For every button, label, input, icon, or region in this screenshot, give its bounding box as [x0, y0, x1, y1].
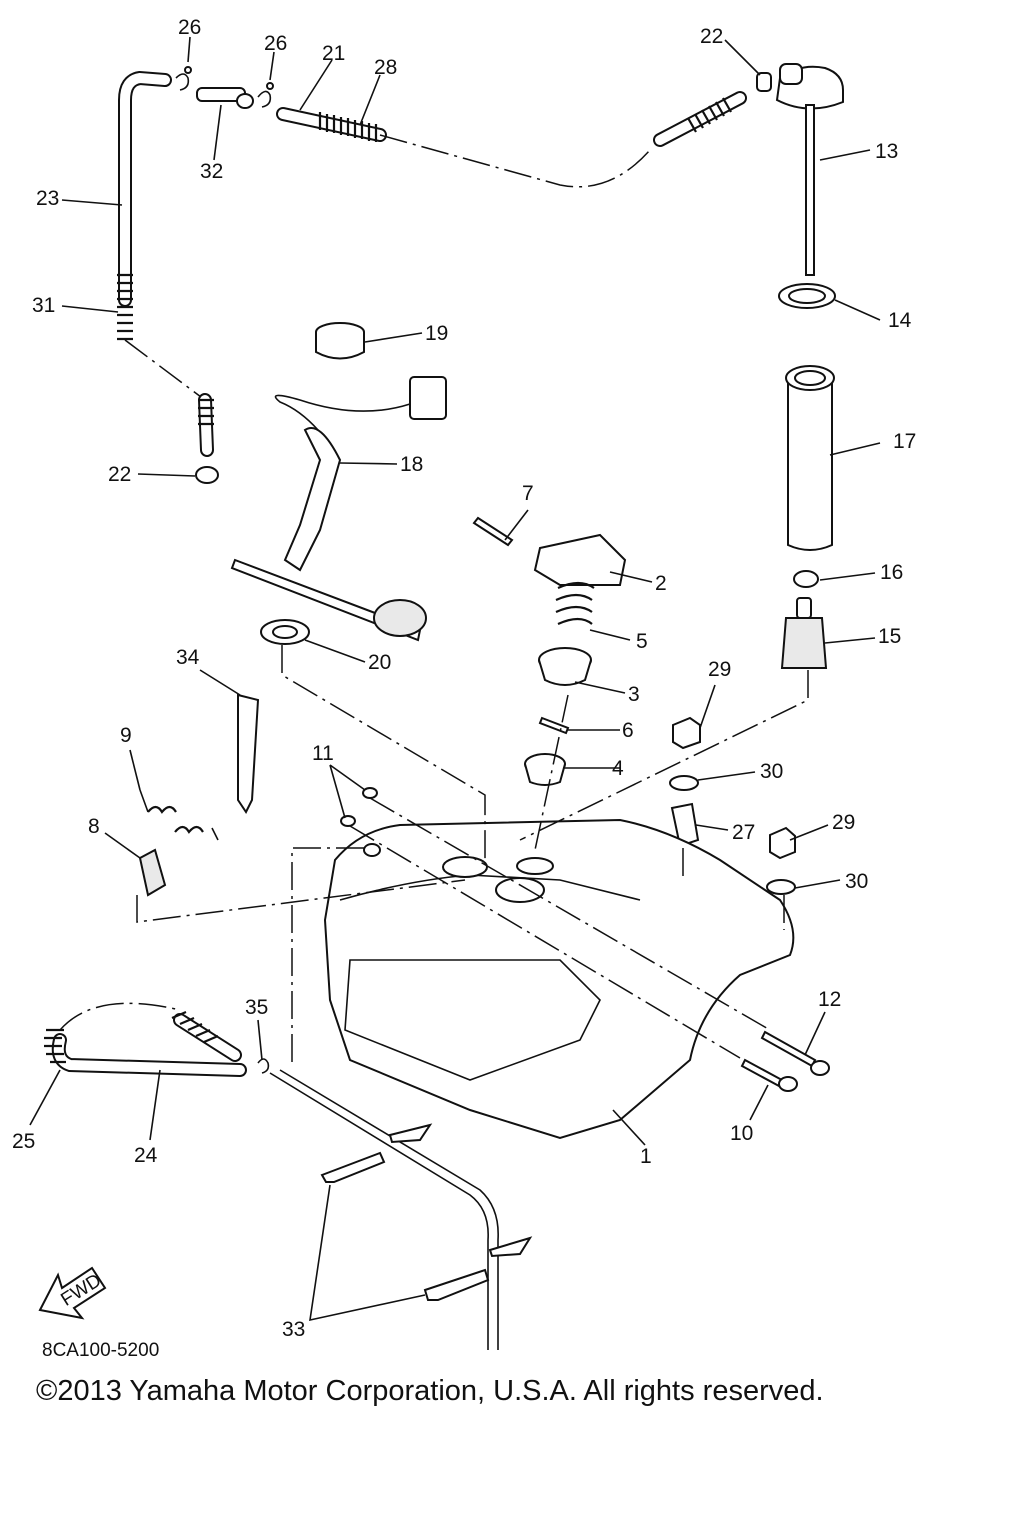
fuel-sender-18[interactable]: [230, 376, 447, 642]
callout-26b: 26: [264, 32, 287, 55]
clip-26-left[interactable]: [175, 66, 192, 91]
callout-30-left: 30: [760, 760, 783, 783]
vent-hose-protector-31: [117, 273, 214, 426]
clip-26-right[interactable]: [257, 82, 274, 108]
callout-15: 15: [878, 625, 901, 648]
grommet-19[interactable]: [315, 322, 365, 360]
pin-6[interactable]: [538, 716, 570, 735]
washer-30-left[interactable]: [669, 775, 699, 791]
callout-23: 23: [36, 187, 59, 210]
callout-33: 33: [282, 1318, 305, 1341]
callout-21: 21: [322, 42, 345, 65]
callout-9: 9: [120, 724, 132, 747]
nut-29-right[interactable]: [769, 826, 796, 860]
callout-20: 20: [368, 651, 391, 674]
clamp-27[interactable]: [670, 802, 700, 848]
diagram-code: 8CA100-5200: [42, 1340, 159, 1361]
callout-27: 27: [732, 821, 755, 844]
callout-17: 17: [893, 430, 916, 453]
callout-10: 10: [730, 1122, 753, 1145]
cap-2[interactable]: [533, 533, 627, 586]
callout-22-top: 22: [700, 25, 723, 48]
callout-13: 13: [875, 140, 898, 163]
washers-11[interactable]: [340, 787, 378, 827]
callout-12: 12: [818, 988, 841, 1011]
hose-24[interactable]: [51, 1002, 247, 1077]
clamp-22-top[interactable]: [756, 72, 772, 92]
callout-5: 5: [636, 630, 648, 653]
callout-26a: 26: [178, 16, 201, 39]
callout-34: 34: [176, 646, 200, 669]
callout-29-left: 29: [708, 658, 731, 681]
callout-8: 8: [88, 815, 100, 838]
protector-25: [44, 1010, 219, 1064]
fuel-pickup-13[interactable]: [775, 63, 844, 276]
callout-30-right: 30: [845, 870, 868, 893]
nut-29-left[interactable]: [672, 716, 701, 750]
spring-5[interactable]: [555, 581, 595, 626]
band-34[interactable]: [237, 693, 260, 814]
fwd-arrow-icon: FWD: [38, 1266, 107, 1320]
leader-lines: [29, 36, 881, 1322]
clip-35[interactable]: [257, 1058, 270, 1074]
clip-16[interactable]: [793, 570, 819, 588]
fuel-tank-1[interactable]: [323, 818, 795, 1140]
callout-24: 24: [134, 1144, 158, 1167]
callout-4: 4: [612, 757, 624, 780]
cushion-8[interactable]: [138, 848, 167, 897]
callout-labels: 26 26 21 28 22 13 14 17 16 15 23 31 32 2…: [12, 16, 916, 1341]
pin-7[interactable]: [472, 516, 514, 547]
callout-3: 3: [628, 683, 640, 706]
callout-22-left: 22: [108, 463, 131, 486]
joint-32[interactable]: [196, 87, 254, 109]
bolt-10[interactable]: [740, 1058, 798, 1092]
hose-protector-28: [318, 97, 732, 142]
callout-29-right: 29: [832, 811, 855, 834]
clamp-22-left[interactable]: [195, 466, 219, 484]
grommet-4[interactable]: [524, 753, 566, 786]
callout-1: 1: [640, 1145, 652, 1168]
springs-9[interactable]: [139, 789, 219, 841]
callout-7: 7: [522, 482, 534, 505]
callout-35: 35: [245, 996, 268, 1019]
copyright-notice: ©2013 Yamaha Motor Corporation, U.S.A. A…: [36, 1375, 824, 1407]
callout-25: 25: [12, 1130, 35, 1153]
grommet-20[interactable]: [260, 619, 310, 645]
strainer-tube-17[interactable]: [785, 365, 835, 551]
assembly-dashed-lines: [136, 645, 809, 1065]
callout-16: 16: [880, 561, 903, 584]
callout-6: 6: [622, 719, 634, 742]
cable-ties-33[interactable]: [320, 1123, 533, 1301]
callout-19: 19: [425, 322, 448, 345]
fuel-filter-15[interactable]: [780, 597, 828, 669]
callout-28: 28: [374, 56, 397, 79]
callout-18: 18: [400, 453, 423, 476]
bolt-12[interactable]: [760, 1030, 830, 1076]
callout-14: 14: [888, 309, 912, 332]
callout-11: 11: [312, 742, 334, 765]
callout-32: 32: [200, 160, 223, 183]
callout-2: 2: [655, 572, 667, 595]
drain-tube[interactable]: [269, 1069, 499, 1350]
washer-30-right[interactable]: [766, 879, 796, 895]
gasket-14[interactable]: [778, 283, 836, 309]
callout-31: 31: [32, 294, 55, 317]
breather-hose-21[interactable]: [276, 91, 747, 188]
valve-3[interactable]: [538, 647, 592, 686]
vent-hose-23[interactable]: [118, 70, 214, 457]
